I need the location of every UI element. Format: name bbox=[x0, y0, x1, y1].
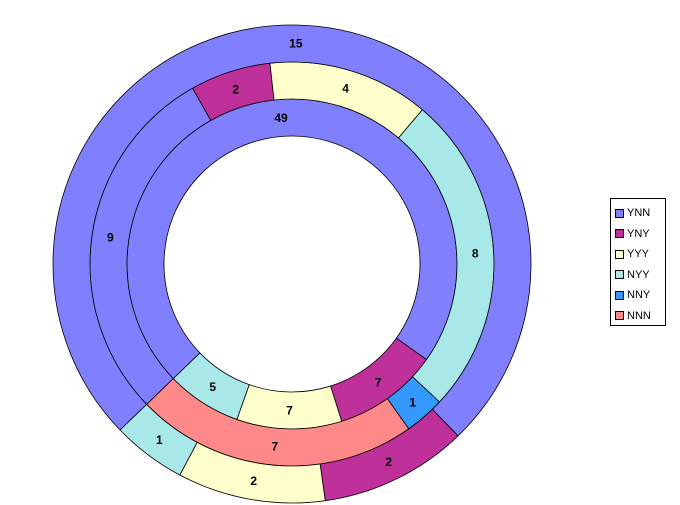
rings-layer bbox=[52, 24, 532, 504]
legend-swatch-ynn bbox=[615, 208, 624, 218]
data-label-ring2-ynn: 9 bbox=[107, 231, 114, 245]
data-label-ring3-yny: 2 bbox=[385, 455, 392, 469]
data-label-ring1-yny: 7 bbox=[375, 375, 382, 389]
legend-swatch-nyy bbox=[615, 270, 624, 280]
legend-swatch-nnn bbox=[615, 311, 624, 321]
legend-label-nny: NNY bbox=[627, 289, 651, 302]
legend-entry-yny: YNY bbox=[615, 224, 665, 245]
legend-entry-nny: NNY bbox=[615, 285, 665, 306]
data-label-ring2-yny: 2 bbox=[232, 82, 239, 96]
data-label-ring3-nyy: 1 bbox=[156, 433, 163, 447]
data-label-ring1-ynn: 49 bbox=[274, 111, 288, 125]
legend-label-yyy: YYY bbox=[627, 248, 650, 261]
legend: YNN YNY YYY NYY NNY NNN bbox=[610, 198, 666, 326]
legend-label-yny: YNY bbox=[627, 227, 650, 240]
legend-swatch-nny bbox=[615, 290, 624, 300]
legend-entry-ynn: YNN bbox=[615, 203, 665, 224]
data-label-ring1-nyy: 5 bbox=[209, 380, 216, 394]
legend-entry-nnn: NNN bbox=[615, 306, 665, 327]
slice-ring3-nyy bbox=[119, 403, 198, 476]
labels-layer: 49 7 7 5 9 2 4 8 1 7 15 2 2 1 bbox=[107, 37, 479, 489]
data-label-ring2-nny: 1 bbox=[409, 395, 416, 409]
legend-swatch-yny bbox=[615, 229, 624, 239]
data-label-ring2-nyy: 8 bbox=[472, 246, 479, 260]
data-label-ring3-ynn: 15 bbox=[289, 37, 303, 51]
legend-entry-nyy: NYY bbox=[615, 265, 665, 286]
legend-label-ynn: YNN bbox=[627, 207, 651, 220]
data-label-ring3-yyy: 2 bbox=[250, 474, 257, 488]
slice-ring3-ynn bbox=[52, 24, 532, 437]
data-label-ring1-yyy: 7 bbox=[286, 403, 293, 417]
legend-label-nyy: NYY bbox=[627, 268, 650, 281]
data-label-ring2-nnn: 7 bbox=[272, 440, 279, 454]
legend-swatch-yyy bbox=[615, 249, 624, 259]
legend-entry-yyy: YYY bbox=[615, 244, 665, 265]
data-label-ring2-yyy: 4 bbox=[342, 81, 349, 95]
legend-label-nnn: NNN bbox=[627, 309, 651, 322]
